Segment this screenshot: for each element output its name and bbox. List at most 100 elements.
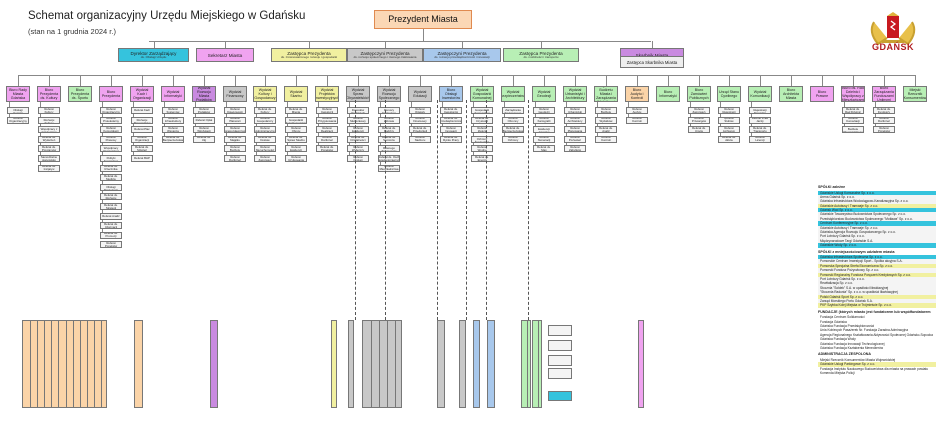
subunit-box[interactable]: Referat ds. Szkoleń <box>131 145 153 153</box>
subunit-box[interactable]: Referat Planowania <box>564 126 586 134</box>
side-unit-box[interactable] <box>548 340 572 351</box>
subunit-box[interactable]: Referat Opłat <box>193 116 215 124</box>
department-box-9[interactable]: Wydział Kultury i Gospodarczy <box>253 86 277 102</box>
subunit-box[interactable]: Referat Obrotu <box>285 126 307 134</box>
subunit-box[interactable]: Referat Przetargów <box>688 116 710 124</box>
department-box-23[interactable]: Biuro Zamówień Publicznych <box>687 86 711 102</box>
department-box-16[interactable]: Wydział Gospodarki Komunalnej <box>470 86 494 102</box>
department-box-11[interactable]: Wydział Projektów Inwestycyjnych <box>315 86 339 102</box>
subunit-box[interactable]: Referat ds. Rodziny <box>378 126 400 134</box>
subunit-box[interactable]: Referat Wydatków <box>595 116 617 124</box>
subunit-box[interactable]: Referat ds. Aktów <box>718 135 740 143</box>
subunit-box[interactable]: Referat ds. Promocji <box>100 231 122 239</box>
department-box-14[interactable]: Wydział Edukacji <box>408 86 432 102</box>
subunit-box[interactable]: Referat Analiz <box>100 212 122 220</box>
side-unit-box[interactable] <box>548 355 572 366</box>
department-box-27[interactable]: Biuro Prawne <box>810 86 834 102</box>
company-item[interactable]: Gdańska Infrastruktura Wodociągowo-Kanal… <box>818 199 936 204</box>
subunit-box[interactable]: Referat Obsługi <box>347 155 369 162</box>
department-box-2[interactable]: Biuro Prezydenta ds. Kultury <box>37 86 61 102</box>
subunit-box[interactable]: Referat Kontroli <box>626 116 648 124</box>
company-item[interactable]: Komenda Miejska Policji <box>820 371 855 376</box>
company-item[interactable]: Pomorskie Centrum Inwestycji Sport - Spó… <box>818 259 936 264</box>
subunit-box[interactable]: Referat Ochrony <box>502 135 524 143</box>
subunit-box[interactable]: Referat Płatności <box>224 116 246 124</box>
subunit-box[interactable]: Referat ds. Mienia <box>285 107 307 114</box>
department-box-1[interactable]: Biuro Rady Miasta Gdańska <box>6 86 30 102</box>
subunit-box[interactable]: Referat BHP <box>131 155 153 162</box>
department-box-22[interactable]: Biuro Informatyki <box>656 86 680 102</box>
company-item[interactable]: Międzynarodowe Targi Gdańskie S.A. <box>818 238 936 244</box>
department-box-7[interactable]: Wydział Rozwoju Miasta Podatków <box>192 86 216 102</box>
subunit-box[interactable]: Referat ds. Bezpieczeństwa <box>162 135 184 143</box>
subunit-box[interactable]: Referat Użytkowania <box>285 155 307 162</box>
subunit-box[interactable]: Referat Windykacji <box>193 126 215 134</box>
company-item[interactable]: PKP Szybka Kolej Miejska w Trójmieście S… <box>818 303 936 308</box>
subunit-box[interactable]: Referat Ewidencji Gruntów <box>533 126 555 134</box>
subunit-box[interactable]: Referat Dowodów Osobistych <box>347 107 369 114</box>
company-item[interactable]: "Stocznia Radunia" Sp. z o.o. w upadłośc… <box>818 290 936 295</box>
subunit-box[interactable]: Referat Rozliczeń <box>224 155 246 162</box>
subunit-box[interactable]: Referat ds. Spraw Skarbu <box>285 135 307 143</box>
company-item[interactable]: Gdańsk Wod Sp. z o.o. <box>818 208 936 213</box>
subunit-box[interactable]: Referat Realizacji <box>316 126 338 134</box>
company-item[interactable]: Gdańska Fundacja Kształcenia Menedżerów <box>820 346 884 350</box>
subunit-box[interactable]: Referat ds. Współpracy Zagranicznej <box>100 145 122 153</box>
subunit-box[interactable]: Referat Infrastruktury <box>162 116 184 124</box>
subunit-box[interactable]: Referat Inwestycji <box>316 107 338 114</box>
subunit-box[interactable]: Referat Kultury <box>38 107 60 114</box>
subunit-box[interactable]: Referat ds. Mediów <box>100 174 122 182</box>
subunit-box[interactable]: Referat ds. Programów <box>38 145 60 153</box>
subunit-box[interactable]: Referat Finansowy <box>409 116 431 124</box>
company-item[interactable]: Gdańska Infrastruktura Społeczna Sp. z o… <box>818 255 936 260</box>
department-box-30[interactable]: Miejski Rzecznik Konsumentów <box>903 86 927 102</box>
subunit-box[interactable]: Referat Nadzoru <box>409 135 431 143</box>
subunit-box[interactable]: Referat Budżetu <box>595 107 617 114</box>
company-item[interactable]: Miejski Rzecznik Konsumentów Miasta Woje… <box>820 357 896 362</box>
subunit-box[interactable]: Referat Komunikacji <box>100 126 122 134</box>
company-item[interactable]: Gdańska Fundacja Wody <box>820 337 856 342</box>
subunit-box[interactable]: Referat Kadr <box>131 107 153 114</box>
company-item[interactable]: Gdańska Agencja Rozwoju Gospodarczego Sp… <box>818 230 936 235</box>
company-item[interactable]: Rewitalizacja Sp. z o.o. <box>818 281 936 286</box>
company-item[interactable]: Gdańska Fundacja Przedsiębiorczości <box>820 324 875 329</box>
department-box-13[interactable]: Wydział Rozwoju Społecznego <box>377 86 401 102</box>
department-box-8[interactable]: Wydział Finansowy <box>223 86 247 102</box>
subunit-box[interactable]: Referat Nieruchomości <box>254 145 276 153</box>
subunit-box[interactable]: Referat Wodny <box>471 145 493 153</box>
company-item[interactable]: Gdańska Fundacja Innowacji Technologiczn… <box>820 341 885 346</box>
department-box-19[interactable]: Wydział Urbanistyki i Architektury <box>563 86 587 102</box>
subunit-box[interactable]: Referat Wsparcia <box>162 126 184 134</box>
level1-box-2[interactable]: Sekretarz Miasta <box>196 48 254 62</box>
subunit-box[interactable]: Referat Sprawozdawczości <box>224 126 246 134</box>
subunit-box[interactable]: Referat ds. Wydarzeń <box>38 135 60 143</box>
subunit-box[interactable]: Referat Organizacyjny <box>100 107 122 114</box>
subunit-box[interactable]: Referat Zamówień <box>688 107 710 114</box>
subunit-box[interactable]: Referat ds. Majątku <box>224 135 246 143</box>
company-item[interactable]: Fundacja Gdańska <box>820 319 847 324</box>
company-item[interactable]: Fundacja Instytutu Naukowego Budownictwa… <box>820 366 929 371</box>
department-box-25[interactable]: Wydział Komunikacji <box>748 86 772 102</box>
subunit-box[interactable]: Referat ds. Rozwoju Pracowników <box>131 116 153 124</box>
subunit-box[interactable]: Referat Zieleni <box>471 126 493 134</box>
subunit-box[interactable]: Referat Architektury <box>564 116 586 124</box>
subunit-box[interactable]: Referat ds. Czystości <box>471 116 493 124</box>
department-box-4[interactable]: Biuro Prezydenta <box>99 86 123 102</box>
subunit-box[interactable]: Referat Ślubów <box>718 116 740 124</box>
company-item[interactable]: Port Lotniczy Gdańsk Sp. z o.o. <box>818 234 936 239</box>
company-item[interactable]: Zarząd Morskiego Portu Gdańsk S.A. <box>818 298 936 304</box>
subunit-box[interactable]: Referat Archiwum <box>718 126 740 134</box>
department-box-26[interactable]: Biuro Architekta Miasta <box>779 86 803 102</box>
subunit-box[interactable]: Referat Organizacji <box>131 135 153 143</box>
subunit-box[interactable]: Referat ds. Osób Niepełnosprawnych <box>378 155 400 162</box>
subunit-box[interactable]: Referat Projektów <box>100 241 122 249</box>
subunit-box[interactable]: Referat ds. Działalności <box>347 135 369 143</box>
subunit-box[interactable]: Referat Konsultacji <box>842 116 864 124</box>
subunit-box[interactable]: Referat Gospodarki Komunalnej <box>471 107 493 114</box>
department-box-17[interactable]: Wydział Bezpieczeństwa <box>501 86 525 102</box>
subunit-box[interactable]: Referat ds. Rozwoju Kultury <box>38 116 60 124</box>
side-unit-box[interactable] <box>548 368 572 379</box>
subunit-box[interactable]: Referat Protokolarny <box>100 116 122 124</box>
subunit-box[interactable]: Referat Pomocy Społecznej <box>378 107 400 114</box>
